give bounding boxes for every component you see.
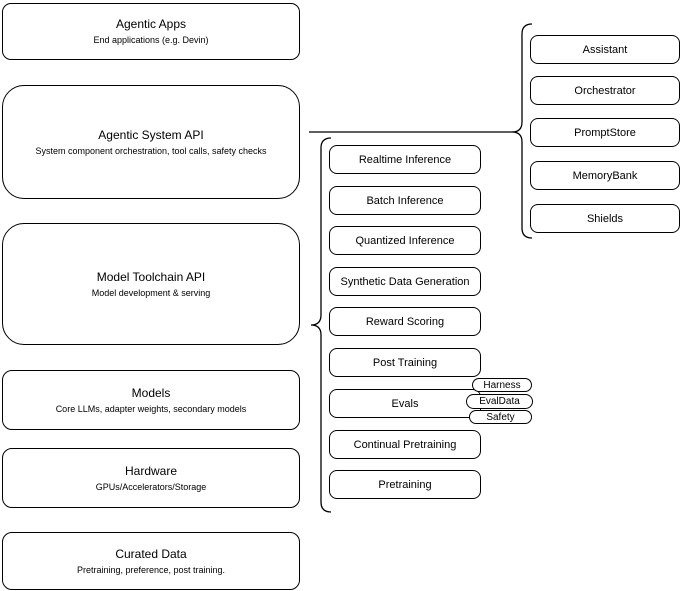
node-hardware: Hardware GPUs/Accelerators/Storage	[2, 448, 300, 508]
node-batch-inference: Batch Inference	[329, 186, 481, 215]
node-memorybank: MemoryBank	[530, 161, 680, 190]
node-subtitle: Core LLMs, adapter weights, secondary mo…	[55, 403, 247, 414]
node-subtitle: Pretraining, preference, post training.	[76, 564, 226, 575]
node-continual-pretraining: Continual Pretraining	[329, 430, 481, 459]
node-realtime-inference: Realtime Inference	[329, 145, 481, 174]
eval-tag-evaldata: EvalData	[466, 394, 533, 409]
node-model-toolchain-api: Model Toolchain API Model development & …	[2, 223, 300, 345]
node-orchestrator: Orchestrator	[530, 76, 680, 105]
node-subtitle: GPUs/Accelerators/Storage	[95, 481, 207, 492]
node-title: Models	[131, 385, 171, 400]
node-title: Agentic Apps	[115, 17, 187, 31]
node-post-training: Post Training	[329, 348, 481, 377]
system-brace	[511, 23, 533, 239]
node-reward-scoring: Reward Scoring	[329, 307, 481, 336]
node-title: Hardware	[124, 463, 178, 478]
node-synthetic-data-generation: Synthetic Data Generation	[329, 267, 481, 296]
node-models: Models Core LLMs, adapter weights, secon…	[2, 370, 300, 430]
node-subtitle: Model development & serving	[91, 287, 211, 298]
eval-tag-harness: Harness	[472, 378, 532, 392]
eval-tag-safety: Safety	[469, 410, 532, 424]
node-title: Curated Data	[115, 546, 187, 561]
toolchain-brace	[310, 137, 332, 513]
node-evals: Evals	[329, 389, 481, 418]
node-shields: Shields	[530, 204, 680, 233]
node-quantized-inference: Quantized Inference	[329, 226, 481, 255]
node-curated-data: Curated Data Pretraining, preference, po…	[2, 532, 300, 590]
node-agentic-apps: Agentic Apps End applications (e.g. Devi…	[2, 3, 300, 60]
node-title: Model Toolchain API	[96, 269, 206, 284]
node-pretraining: Pretraining	[329, 470, 481, 499]
node-subtitle: End applications (e.g. Devin)	[93, 35, 209, 45]
node-agentic-system-api: Agentic System API System component orch…	[2, 85, 300, 199]
node-subtitle: System component orchestration, tool cal…	[35, 145, 267, 156]
node-promptstore: PromptStore	[530, 118, 680, 147]
node-title: Agentic System API	[98, 127, 204, 142]
node-assistant: Assistant	[530, 35, 680, 64]
